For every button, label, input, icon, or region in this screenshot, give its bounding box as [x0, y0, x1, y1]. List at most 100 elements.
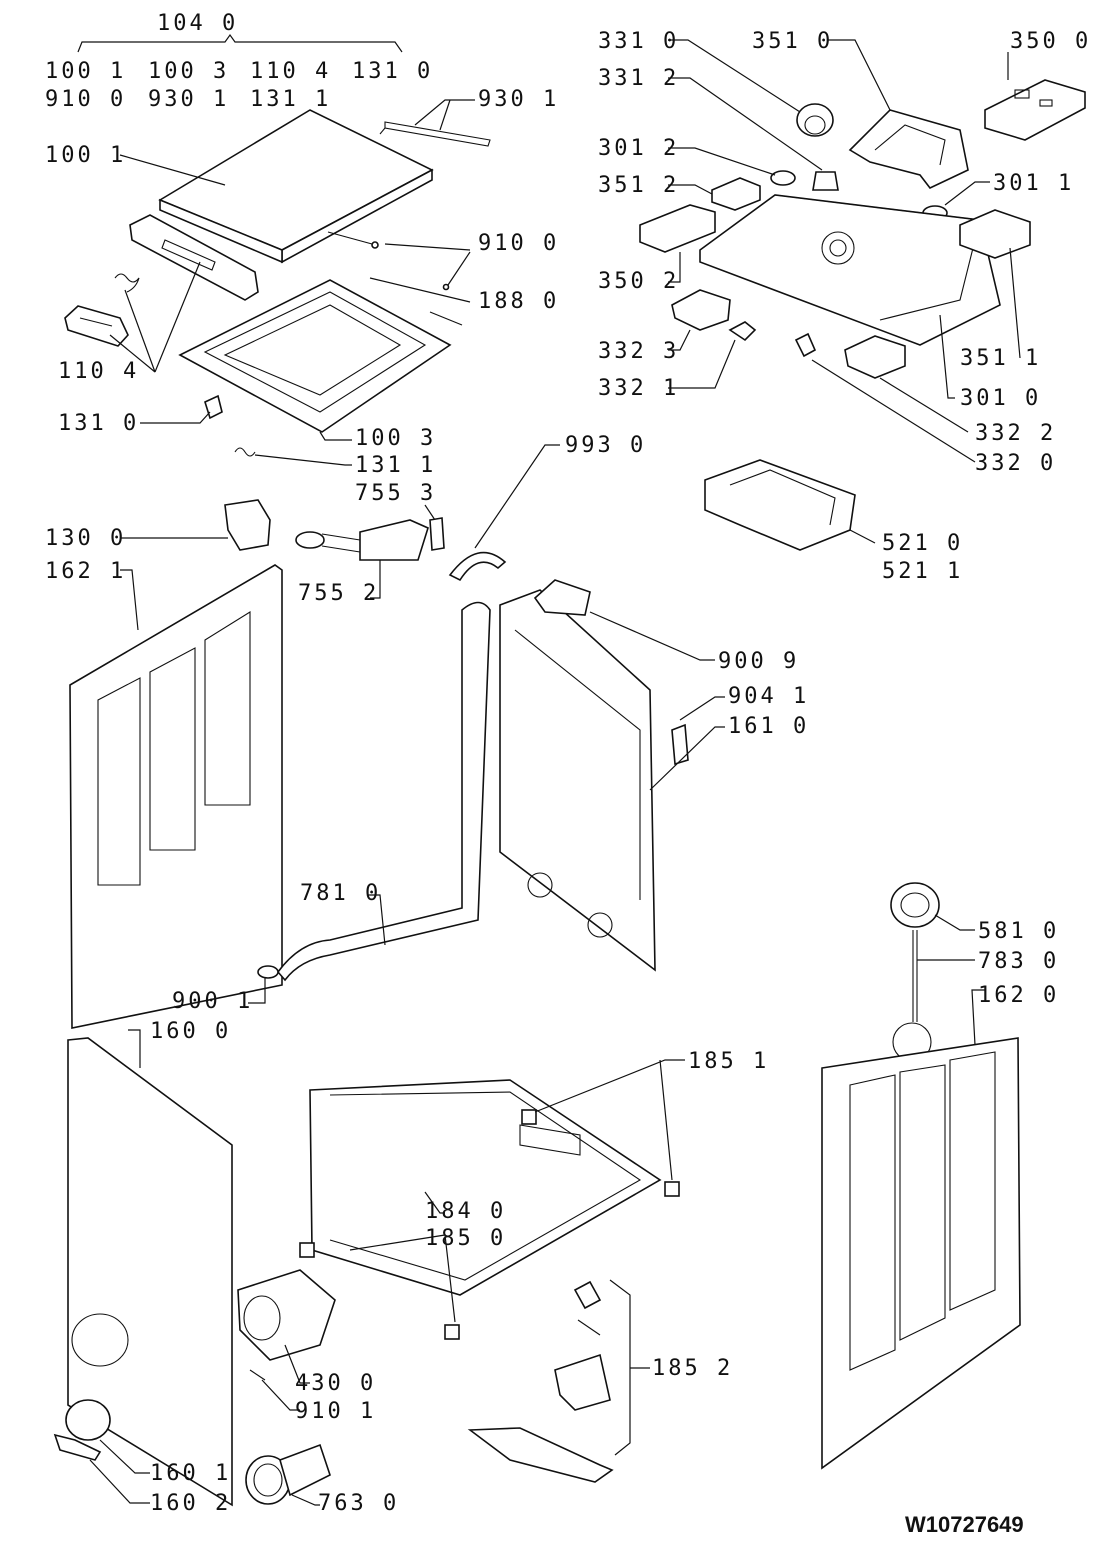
part-bellows-hose: [295, 519, 429, 561]
part-hinge-rod: [379, 121, 491, 147]
label-351-1: 351 1: [960, 346, 1041, 371]
label-161-0: 161 0: [728, 714, 809, 739]
part-hose-clamp: [257, 965, 279, 979]
label-130-0: 130 0: [45, 526, 126, 551]
part-console-bracket: [848, 109, 969, 189]
part-access-door: [53, 1399, 111, 1461]
part-drain-filter: [245, 1443, 331, 1505]
part-top-frame: [178, 279, 452, 433]
label-188-0: 188 0: [478, 289, 559, 314]
part-button-small-a: [770, 170, 796, 186]
label-kit-100-3: 100 3: [148, 59, 229, 84]
label-900-1: 900 1: [172, 989, 253, 1014]
part-front-panel: [67, 1037, 233, 1507]
part-lid: [158, 109, 434, 264]
label-kit-910-0: 910 0: [45, 87, 126, 112]
label-100-1: 100 1: [45, 143, 126, 168]
label-160-1: 160 1: [150, 1461, 231, 1486]
part-door-lock: [224, 499, 271, 551]
part-pulley: [890, 882, 940, 928]
label-350-2: 350 2: [598, 269, 679, 294]
part-button-holder-a: [711, 177, 761, 211]
label-184-0: 184 0: [425, 1199, 506, 1224]
part-button-set-a: [671, 289, 731, 331]
part-shock-parts: [467, 1280, 614, 1483]
part-knob: [796, 103, 834, 137]
part-button-holder-b: [959, 209, 1031, 259]
part-screws: [327, 231, 463, 326]
label-521-0: 521 0: [882, 531, 963, 556]
part-button-set-b: [844, 335, 906, 379]
part-button-single: [728, 321, 757, 342]
label-331-2: 331 2: [598, 66, 679, 91]
label-351-0: 351 0: [752, 29, 833, 54]
label-993-0: 993 0: [565, 433, 646, 458]
part-feet: [299, 1109, 680, 1340]
part-drain-pump: [237, 1269, 336, 1361]
label-185-0: 185 0: [425, 1226, 506, 1251]
part-button-double: [794, 332, 817, 358]
label-910-1: 910 1: [295, 1399, 376, 1424]
label-301-2: 301 2: [598, 136, 679, 161]
label-160-0: 160 0: [150, 1019, 231, 1044]
label-185-2: 185 2: [652, 1356, 733, 1381]
label-332-2: 332 2: [975, 421, 1056, 446]
part-spring-small: [234, 447, 256, 457]
label-104-0: 104 0: [157, 11, 238, 36]
part-right-side-panel: [821, 1037, 1021, 1470]
label-kit-131-1: 131 1: [250, 87, 331, 112]
label-900-9: 900 9: [718, 649, 799, 674]
part-knob-insert: [812, 171, 839, 191]
label-783-0: 783 0: [978, 949, 1059, 974]
part-left-side-panel: [69, 564, 283, 1029]
label-162-1: 162 1: [45, 559, 126, 584]
part-dispenser: [704, 459, 856, 551]
label-755-3: 755 3: [355, 481, 436, 506]
part-rear-bracket: [533, 579, 591, 616]
label-350-0: 350 0: [1010, 29, 1091, 54]
part-spring: [114, 273, 140, 293]
label-301-0: 301 0: [960, 386, 1041, 411]
part-hose-elbow: [448, 551, 507, 582]
label-430-0: 430 0: [295, 1371, 376, 1396]
label-763-0: 763 0: [318, 1491, 399, 1516]
label-kit-110-4: 110 4: [250, 59, 331, 84]
part-lid-trim: [129, 214, 259, 301]
part-control-board: [984, 79, 1086, 141]
label-301-1: 301 1: [993, 171, 1074, 196]
label-332-1: 332 1: [598, 376, 679, 401]
label-930-1: 930 1: [478, 87, 559, 112]
label-521-1: 521 1: [882, 559, 963, 584]
part-latch: [64, 305, 129, 347]
part-belt: [892, 930, 932, 1062]
part-hose-clip: [429, 517, 445, 551]
top-kit-bracket: [77, 33, 403, 53]
part-pump-screw: [249, 1369, 266, 1381]
label-351-2: 351 2: [598, 173, 679, 198]
label-781-0: 781 0: [300, 881, 381, 906]
label-185-1: 185 1: [688, 1049, 769, 1074]
part-display-board: [639, 204, 716, 253]
label-904-1: 904 1: [728, 684, 809, 709]
label-331-0: 331 0: [598, 29, 679, 54]
label-160-2: 160 2: [150, 1491, 231, 1516]
label-581-0: 581 0: [978, 919, 1059, 944]
part-console-panel: [699, 194, 1001, 346]
label-kit-131-0: 131 0: [352, 59, 433, 84]
label-131-0: 131 0: [58, 411, 139, 436]
label-910-0: 910 0: [478, 231, 559, 256]
label-110-4: 110 4: [58, 359, 139, 384]
part-base-frame: [309, 1079, 662, 1296]
label-kit-100-1: 100 1: [45, 59, 126, 84]
document-id: W10727649: [905, 1512, 1024, 1537]
label-162-0: 162 0: [978, 983, 1059, 1008]
label-332-0: 332 0: [975, 451, 1056, 476]
label-332-3: 332 3: [598, 339, 679, 364]
label-755-2: 755 2: [298, 581, 379, 606]
part-rear-panel: [499, 589, 656, 972]
part-clip: [671, 723, 689, 766]
part-drain-hose: [276, 601, 491, 982]
label-100-3: 100 3: [355, 426, 436, 451]
label-kit-930-1: 930 1: [148, 87, 229, 112]
